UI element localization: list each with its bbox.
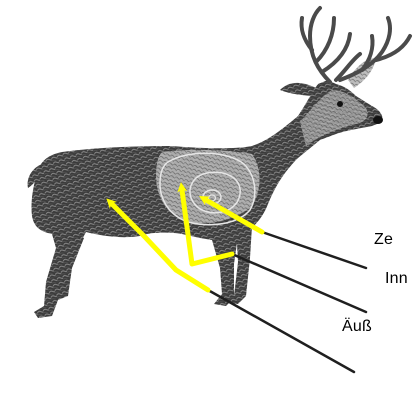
label-center-zone: Ze — [374, 231, 393, 249]
antlers — [301, 8, 410, 82]
leader-center — [262, 232, 366, 268]
label-outer-zone: Äuß — [342, 318, 372, 336]
nose — [373, 116, 383, 124]
leader-inner — [232, 254, 366, 312]
label-inner-zone: Inn — [385, 270, 408, 288]
eye — [337, 101, 343, 107]
deer-silhouette — [28, 8, 410, 318]
left-ear — [280, 83, 318, 96]
leader-outer — [208, 290, 354, 372]
